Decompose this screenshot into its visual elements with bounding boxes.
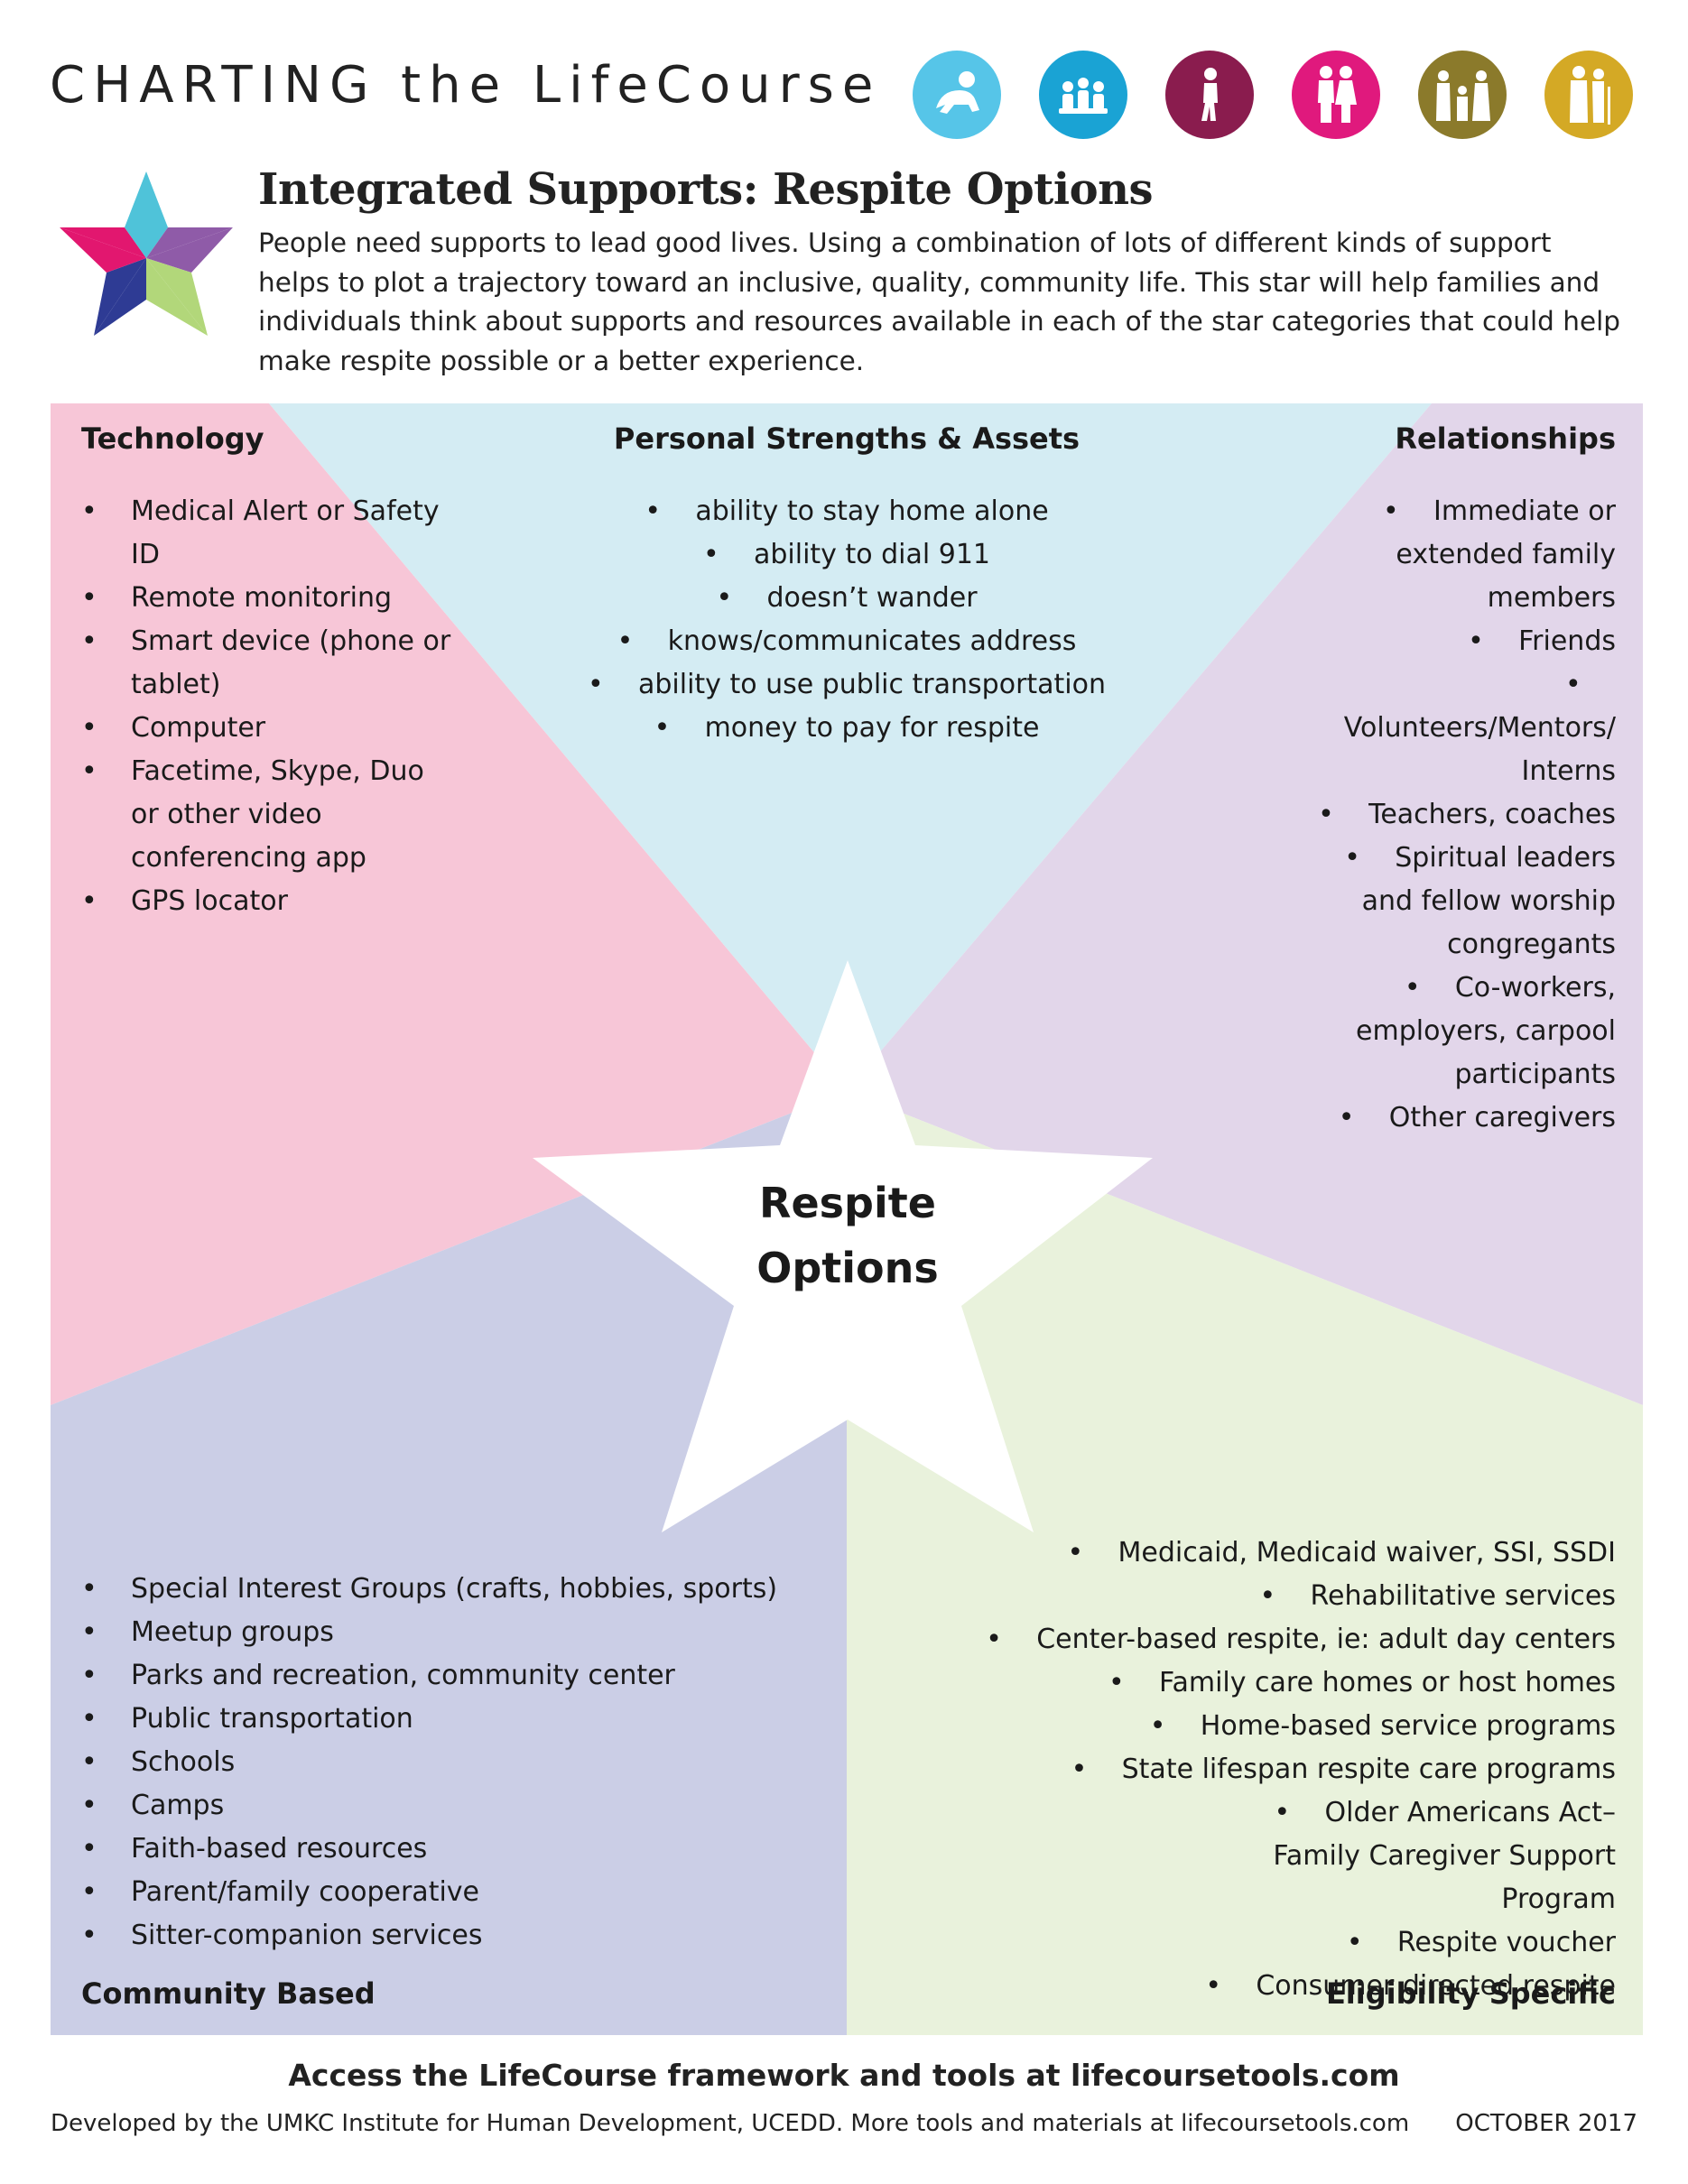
list-item: •Other caregivers: [1338, 1102, 1616, 1134]
list-item: •Center-based respite, ie: adult day cen…: [986, 1624, 1616, 1655]
list-item: •ability to dial 911: [702, 539, 991, 570]
list-item: Parent/family cooperative: [81, 1871, 821, 1914]
teen-icon: [1165, 51, 1254, 139]
list-item: Sitter-companion services: [81, 1914, 821, 1957]
list-item: •Family care homes or host homes: [1108, 1667, 1616, 1698]
footer-date: OCTOBER 2017: [1455, 2110, 1637, 2137]
list-item: Meetup groups: [81, 1611, 821, 1654]
list-item: •money to pay for respite: [654, 712, 1040, 744]
baby-icon: [913, 51, 1001, 139]
eligibility-region: [847, 1091, 1643, 2035]
relationships-list: •Immediate or extended family members •F…: [1318, 490, 1616, 1140]
list-item: Parks and recreation, community center: [81, 1654, 821, 1698]
list-item: Remote monitoring: [81, 577, 460, 620]
list-item: Smart device (phone or tablet): [81, 620, 460, 707]
relationships-title: Relationships: [1395, 421, 1616, 456]
list-item: Special Interest Groups (crafts, hobbies…: [81, 1568, 821, 1611]
list-item: Faith-based resources: [81, 1828, 821, 1871]
star-label-line-2: Options: [756, 1244, 939, 1292]
list-item: •Co-workers, employers, carpool particip…: [1356, 972, 1616, 1090]
children-icon: [1039, 51, 1127, 139]
list-item: •knows/communicates address: [617, 625, 1077, 657]
list-item: •Home-based service programs: [1149, 1710, 1616, 1742]
technology-list: Medical Alert or Safety ID Remote monito…: [81, 490, 460, 923]
list-item: •Older Americans Act– Family Caregiver S…: [1273, 1797, 1616, 1915]
list-item: Public transportation: [81, 1698, 821, 1741]
list-item: Computer: [81, 707, 460, 750]
eligibility-title: Eligibility Specific: [1325, 1976, 1616, 2011]
community-title: Community Based: [81, 1976, 376, 2011]
technology-title: Technology: [81, 421, 264, 456]
list-item: Camps: [81, 1784, 821, 1828]
star-label-line-1: Respite: [759, 1179, 936, 1227]
respite-star-panel: Technology Medical Alert or Safety ID Re…: [51, 403, 1643, 2035]
elderly-icon: [1544, 51, 1633, 139]
page-title: Integrated Supports: Respite Options: [258, 164, 1154, 215]
list-item: •doesn’t wander: [716, 582, 978, 614]
list-item: •ability to stay home alone: [645, 495, 1049, 527]
list-item: Facetime, Skype, Duo or other video conf…: [81, 750, 460, 880]
list-item: Schools: [81, 1741, 821, 1784]
list-item: •Medicaid, Medicaid waiver, SSI, SSDI: [1067, 1537, 1616, 1569]
list-item: •Consumer directed respite: [1205, 1970, 1616, 2002]
list-item: •Rehabilitative services: [1259, 1580, 1616, 1612]
list-item: •Respite voucher: [1346, 1927, 1616, 1958]
list-item: Medical Alert or Safety ID: [81, 490, 460, 577]
footer-link-text: Access the LifeCourse framework and tool…: [288, 2058, 1400, 2093]
list-item: •ability to use public transportation: [587, 669, 1107, 700]
personal-title: Personal Strengths & Assets: [613, 421, 1081, 456]
list-item: •Volunteers/Mentors/ Interns: [1343, 669, 1616, 787]
young-adults-icon: [1292, 51, 1380, 139]
list-item: GPS locator: [81, 880, 460, 923]
family-icon: [1418, 51, 1507, 139]
community-list: Special Interest Groups (crafts, hobbies…: [81, 1568, 821, 1957]
intro-paragraph: People need supports to lead good lives.…: [258, 227, 1621, 376]
personal-list: •ability to stay home alone •ability to …: [484, 490, 1210, 750]
star-center-label: Respite Options: [712, 1171, 983, 1300]
list-item: •Teachers, coaches: [1318, 799, 1616, 830]
center-star-shape: [533, 960, 1153, 1532]
footer-developed-by: Developed by the UMKC Institute for Huma…: [51, 2110, 1410, 2137]
personal-region: [269, 403, 1432, 1091]
eligibility-list: •Medicaid, Medicaid waiver, SSI, SSDI •R…: [966, 1532, 1616, 2008]
list-item: •Spiritual leaders and fellow worship co…: [1344, 842, 1616, 960]
brand-title: CHARTING the LifeCourse: [50, 56, 882, 115]
list-item: •Immediate or extended family members: [1383, 495, 1616, 614]
lifecourse-star-logo-icon: [60, 171, 233, 336]
list-item: •Friends: [1468, 625, 1616, 657]
list-item: •State lifespan respite care programs: [1071, 1754, 1616, 1785]
